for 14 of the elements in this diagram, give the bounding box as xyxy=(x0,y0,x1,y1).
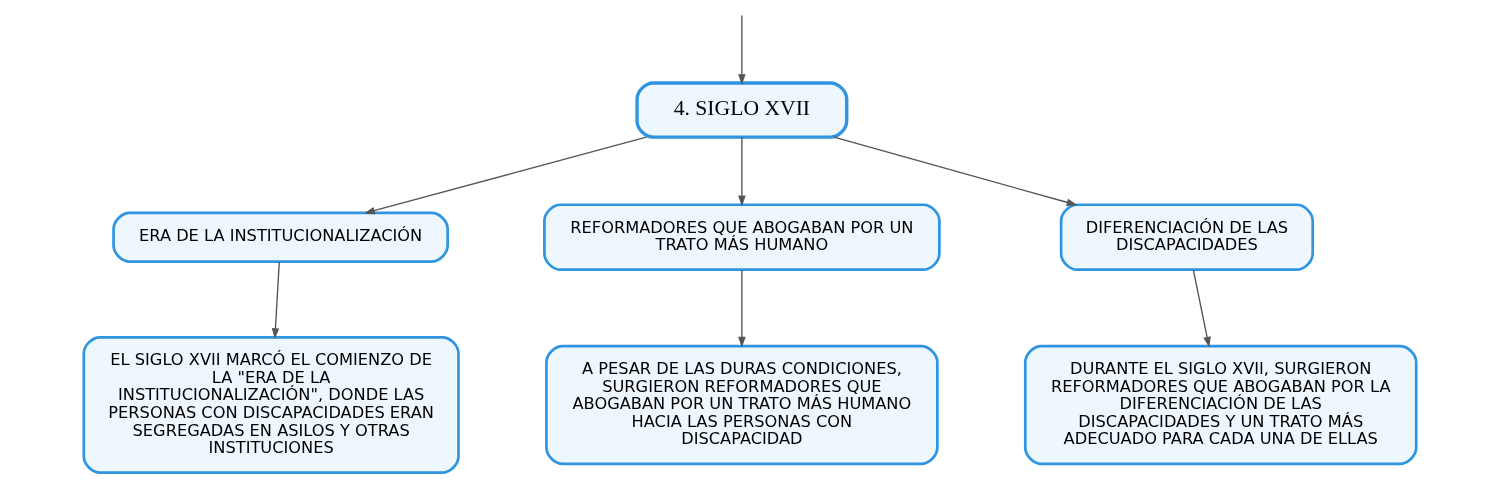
arrow xyxy=(271,260,280,339)
arrow xyxy=(364,136,647,214)
arrow xyxy=(738,136,746,206)
node-box: EL SIGLO XVII MARCÓ EL COMIENZO DE LA "ERA DE LA INSTITUCIONALIZACIÓN", DONDE LAS PERSONAS CON DISCAPACIDADES ERAN SEGREGADAS EN ASILOS Y OTRAS INSTITUCIONES xyxy=(82,335,460,474)
arrow xyxy=(833,136,1078,206)
node-box: ERA DE LA INSTITUCIONALIZACIÓN xyxy=(112,211,450,263)
node-box: DIFERENCIACIÓN DE LAS DISCAPACIDADES xyxy=(1059,202,1315,271)
arrow xyxy=(738,268,746,348)
node-box: DURANTE EL SIGLO XVII, SURGIERON REFORMADORES QUE ABOGABAN POR LA DIFERENCIACIÓN DE LAS DISCAPACIDADES Y UN TRATO MÁS ADECUADO PARA CADA UNA DE ELLAS xyxy=(1023,344,1418,465)
node-box: 4. SIGLO XVII xyxy=(635,80,849,139)
arrow xyxy=(738,14,746,85)
node-box: REFORMADORES QUE ABOGABAN POR UN TRATO MÁS HUMANO xyxy=(543,202,941,271)
node-box: A PESAR DE LAS DURAS CONDICIONES, SURGIERON REFORMADORES QUE ABOGABAN POR UN TRATO MÁS HUMANO HACIA LAS PERSONAS CON DISCAPACIDAD xyxy=(545,344,939,465)
arrow xyxy=(1192,268,1211,348)
